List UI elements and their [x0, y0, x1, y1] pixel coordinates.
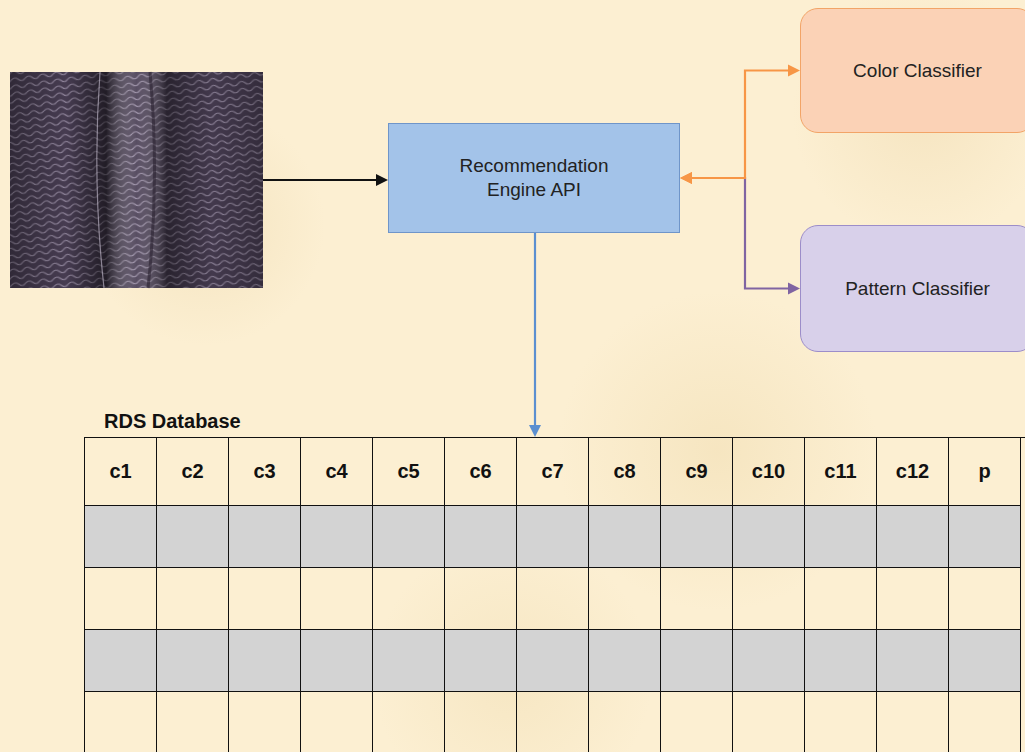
table-cell [877, 506, 949, 568]
table-cell [157, 630, 229, 692]
header-cell: c1 [85, 438, 157, 506]
table-cell [661, 506, 733, 568]
table-cell [733, 506, 805, 568]
arrow-head [680, 172, 692, 184]
table-cell [589, 506, 661, 568]
table-cell [949, 692, 1021, 752]
column-header: c8 [613, 460, 635, 483]
service-box: Color Classifier [800, 8, 1025, 133]
connector [690, 71, 790, 179]
header-cell: c6 [445, 438, 517, 506]
table-cell [85, 692, 157, 752]
table-cell [157, 568, 229, 630]
process-box: Recommendation Engine API [388, 123, 680, 233]
database-table: RDS Database c1 c2 c3 c4 c5 c6 c7 c8 c9 c10 c11 c12 p [84, 405, 1025, 752]
header-cell: p [949, 438, 1021, 506]
column-header: c4 [325, 460, 347, 483]
table-cell [589, 692, 661, 752]
table-grid: c1 c2 c3 c4 c5 c6 c7 c8 c9 c10 c11 c12 p [84, 437, 1025, 752]
table-cell [373, 630, 445, 692]
table-cell [229, 506, 301, 568]
column-header: c11 [824, 460, 856, 483]
table-cell [589, 568, 661, 630]
table-cell [229, 630, 301, 692]
table-cell [805, 630, 877, 692]
table-heading: RDS Database [104, 405, 1025, 437]
column-header: c3 [253, 460, 275, 483]
table-cell [445, 568, 517, 630]
table-cell [949, 568, 1021, 630]
table-cell [661, 630, 733, 692]
table-cell [733, 692, 805, 752]
node-label: Color Classifier [853, 59, 982, 83]
table-cell [517, 568, 589, 630]
table-cell [445, 692, 517, 752]
table-cell [877, 568, 949, 630]
header-cell: c2 [157, 438, 229, 506]
table-cell [877, 630, 949, 692]
table-cell [85, 506, 157, 568]
column-header: p [978, 460, 990, 483]
table-cell [517, 630, 589, 692]
node-label: Recommendation Engine API [447, 154, 622, 202]
input-arrow [263, 174, 388, 186]
header-cell: c11 [805, 438, 877, 506]
arrow-head [529, 425, 541, 437]
table-cell [373, 506, 445, 568]
table-cell [301, 506, 373, 568]
table-cell [805, 692, 877, 752]
table-cell [85, 568, 157, 630]
table-cell [157, 506, 229, 568]
arrow-head [788, 65, 800, 77]
table-cell [373, 692, 445, 752]
service-box: Pattern Classifier [800, 225, 1025, 352]
fabric-image [10, 72, 263, 288]
column-header: c5 [397, 460, 419, 483]
table-cell [301, 568, 373, 630]
header-cell: c8 [589, 438, 661, 506]
table-cell [85, 630, 157, 692]
table-cell [589, 630, 661, 692]
table-cell [301, 630, 373, 692]
header-cell: c9 [661, 438, 733, 506]
column-header: c10 [752, 460, 785, 483]
table-cell [445, 630, 517, 692]
table-cell [877, 692, 949, 752]
table-cell [229, 692, 301, 752]
column-header: c2 [181, 460, 203, 483]
header-cell: c7 [517, 438, 589, 506]
column-header: c12 [896, 460, 929, 483]
column-header: c1 [109, 460, 131, 483]
connector [690, 178, 790, 289]
table-cell [373, 568, 445, 630]
column-header: c9 [685, 460, 707, 483]
header-cell: c4 [301, 438, 373, 506]
header-cell: c3 [229, 438, 301, 506]
table-cell [733, 568, 805, 630]
table-cell [229, 568, 301, 630]
table-cell [661, 692, 733, 752]
node-label: Pattern Classifier [845, 277, 990, 301]
table-cell [517, 692, 589, 752]
table-cell [517, 506, 589, 568]
table-cell [949, 630, 1021, 692]
table-cell [805, 568, 877, 630]
arrow-head [680, 172, 692, 184]
column-header: c7 [541, 460, 563, 483]
table-cell [805, 506, 877, 568]
header-cell: c10 [733, 438, 805, 506]
column-header: c6 [469, 460, 491, 483]
table-cell [157, 692, 229, 752]
header-cell: c12 [877, 438, 949, 506]
table-cell [733, 630, 805, 692]
table-cell [445, 506, 517, 568]
connector [534, 233, 536, 427]
table-cell [301, 692, 373, 752]
table-cell [949, 506, 1021, 568]
arrow-head [788, 283, 800, 295]
header-cell: c5 [373, 438, 445, 506]
table-cell [661, 568, 733, 630]
